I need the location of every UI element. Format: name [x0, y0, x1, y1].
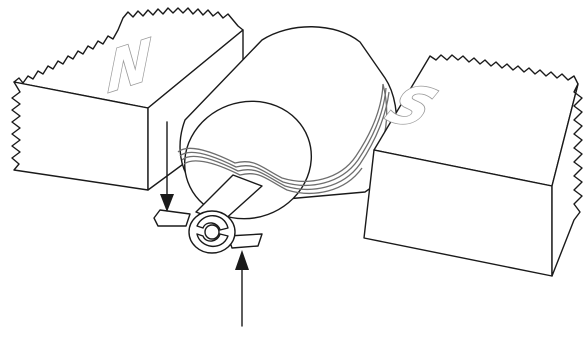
- north-magnet: N: [11, 7, 244, 191]
- north-pole-label: N: [107, 26, 152, 107]
- commutator-hub: [204, 224, 220, 240]
- commutator-segment-lower: [196, 233, 229, 247]
- left-brush: [153, 209, 191, 227]
- force-arrows: [160, 121, 249, 327]
- armature: [177, 26, 398, 223]
- commutator-segment-upper: [196, 215, 229, 231]
- down-arrowhead-icon: [160, 194, 174, 212]
- commutator-assembly: [153, 209, 263, 254]
- south-magnet: S: [363, 54, 583, 277]
- coil-winding: [177, 83, 390, 194]
- armature-end-cap: [183, 100, 313, 220]
- up-arrowhead-icon: [235, 250, 249, 270]
